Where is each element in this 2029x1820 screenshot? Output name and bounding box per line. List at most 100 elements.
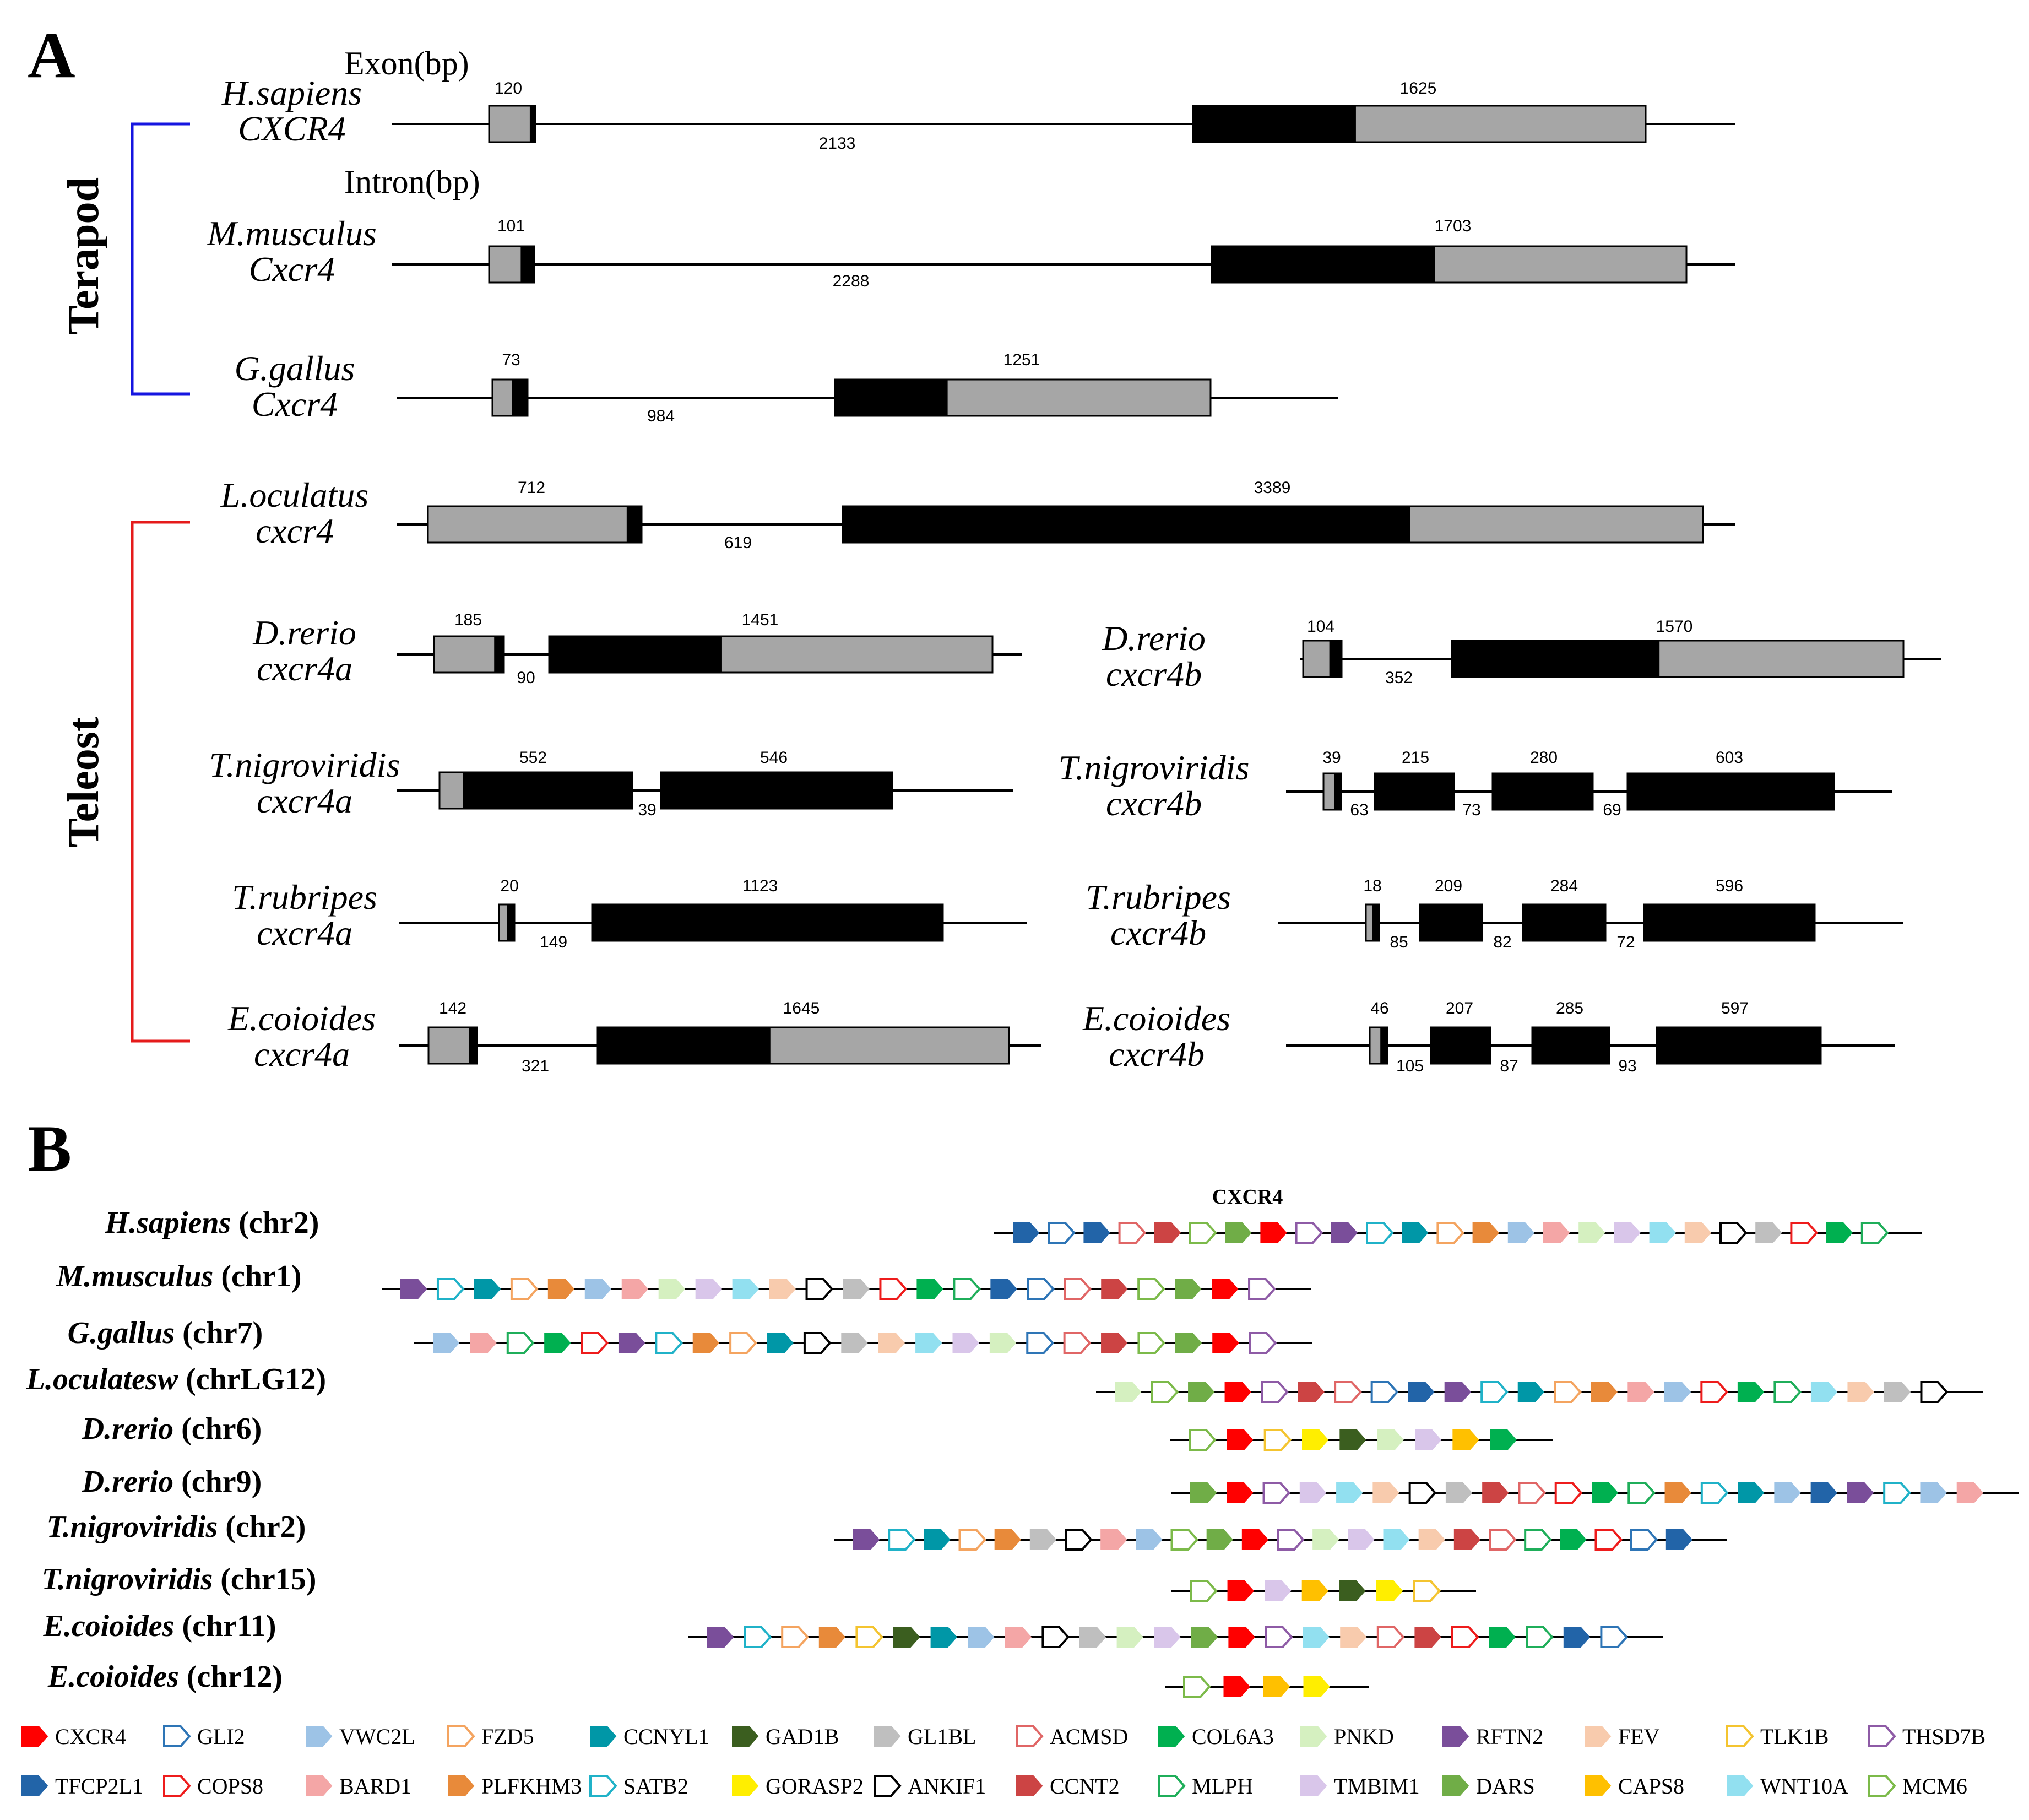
gorasp2-gene-arrow [1376,1580,1403,1601]
plfkhm3-gene-arrow [818,1627,846,1648]
synteny-species-label: E.coioides (chr11) [42,1609,276,1643]
dars-gene-arrow [1190,1482,1217,1503]
acmsd-gene-arrow [1064,1278,1092,1300]
exon-size-label: 1645 [783,999,820,1017]
gl1bl-gene-arrow [1445,1482,1473,1503]
cxcr4-gene-arrow [1227,1580,1254,1601]
pnkd-gene-arrow [1300,1726,1327,1747]
col6a3-gene-arrow [1490,1429,1517,1450]
gli2-gene-arrow [1370,1381,1399,1403]
legend-label: CCNYL1 [623,1724,709,1749]
legend-item: PNKD [1300,1724,1394,1749]
exon-box [1365,903,1380,942]
fzd5-gene-arrow [1554,1381,1582,1403]
ankif1-gene-arrow [805,1278,834,1300]
intron-size-label: 2133 [819,134,856,153]
legend-label: GLI2 [197,1724,245,1749]
tetrapod-label: Terapod [59,177,108,335]
legend-item: BARD1 [306,1774,411,1799]
ccnyl1-gene-arrow [474,1279,501,1299]
ccnt2-gene-arrow [1101,1332,1128,1353]
ccnyl1-gene-arrow [1517,1382,1545,1402]
satb2-gene-arrow [589,1775,617,1797]
exon-box [1522,903,1607,942]
exon-box [1643,903,1816,942]
exon-box [548,635,994,674]
gad1b-gene-arrow [1339,1429,1366,1450]
exon-size-label: 1570 [1656,618,1693,636]
exon-size-label: 46 [1370,999,1388,1017]
col6a3-gene-arrow [1826,1222,1853,1243]
gene-name: cxcr4b [1109,1034,1205,1074]
legend-label: TMBIM1 [1334,1774,1420,1799]
col6a3-gene-arrow [1592,1482,1619,1503]
vwc2l-gene-arrow [306,1726,333,1747]
legend-label: TLK1B [1760,1724,1829,1749]
rftn2-gene-arrow [1444,1382,1472,1402]
fev-gene-arrow [1684,1222,1712,1243]
gorasp2-gene-arrow [1302,1429,1329,1450]
exon-box [427,1026,478,1065]
tmbim1-gene-arrow [952,1332,979,1353]
legend-item: ANKIF1 [874,1774,986,1799]
legend-item: FEV [1585,1724,1660,1749]
wnt10a-gene-arrow [915,1332,942,1353]
fzd5-gene-arrow [729,1332,757,1354]
species-name: L.oculatus [220,475,368,514]
acmsd-gene-arrow [1334,1381,1362,1403]
col6a3-gene-arrow [1737,1382,1765,1402]
caps8-gene-arrow [1585,1775,1612,1796]
legend-item: CCNYL1 [590,1724,709,1749]
cops8-gene-arrow [1700,1381,1729,1403]
species-name: M.musculus [207,214,377,253]
ccnyl1-gene-arrow [590,1726,617,1747]
rftn2-gene-arrow [1442,1726,1469,1747]
gorasp2-gene-arrow [732,1775,759,1796]
legend-label: CCNT2 [1050,1774,1120,1799]
exon-size-label: 284 [1550,877,1578,895]
legend-item: COPS8 [163,1774,263,1799]
synteny-species-label: M.musculus (chr1) [56,1259,302,1293]
exon-size-label: 18 [1363,877,1381,895]
cops8-gene-arrow [1594,1529,1623,1551]
plfkhm3-gene-arrow [1664,1482,1691,1503]
exon-size-label: 101 [497,217,525,235]
legend-label: MCM6 [1902,1774,1967,1799]
ccnt2-gene-arrow [1101,1279,1128,1299]
gene-name: cxcr4b [1110,913,1206,952]
species-name: T.nigroviridis [209,745,400,784]
dars-gene-arrow [1175,1332,1202,1353]
teleost-label: Teleost [59,717,108,847]
thsd7b-gene-arrow [1868,1725,1896,1747]
tfcp2l1-gene-arrow [1013,1222,1040,1243]
ccnyl1-gene-arrow [767,1332,794,1353]
gli2-gene-arrow [163,1725,191,1747]
plfkhm3-gene-arrow [547,1279,575,1299]
tlk1b-gene-arrow [1726,1725,1754,1747]
exon-size-label: 209 [1435,877,1462,895]
rftn2-gene-arrow [853,1529,880,1550]
exon-size-label: 120 [495,79,522,98]
legend-item: COL6A3 [1158,1724,1274,1749]
fev-gene-arrow [878,1332,905,1353]
mcm6-gene-arrow [1151,1381,1179,1403]
synteny-species-label: L.oculatesw (chrLG12) [26,1362,326,1396]
thsd7b-gene-arrow [1261,1381,1289,1403]
legend-label: COPS8 [197,1774,263,1799]
synteny-panel: H.sapiens (chr2)M.musculus (chr1)G.gallu… [26,1206,2019,1698]
thsd7b-gene-arrow [1262,1482,1291,1504]
exon-box [1656,1026,1822,1065]
legend-item: WNT10A [1727,1774,1848,1799]
ccnyl1-gene-arrow [1738,1482,1765,1503]
intron-size-label: 105 [1396,1057,1424,1075]
exon-box [1626,772,1835,811]
exon-box [1430,1026,1491,1065]
exon-size-label: 185 [454,611,482,629]
satb2-gene-arrow [436,1278,465,1300]
satb2-gene-arrow [1700,1482,1729,1504]
exon-box [488,245,535,284]
gl1bl-gene-arrow [1755,1222,1782,1243]
tfcp2l1-gene-arrow [1563,1627,1591,1648]
exon-size-label: 215 [1402,749,1429,767]
